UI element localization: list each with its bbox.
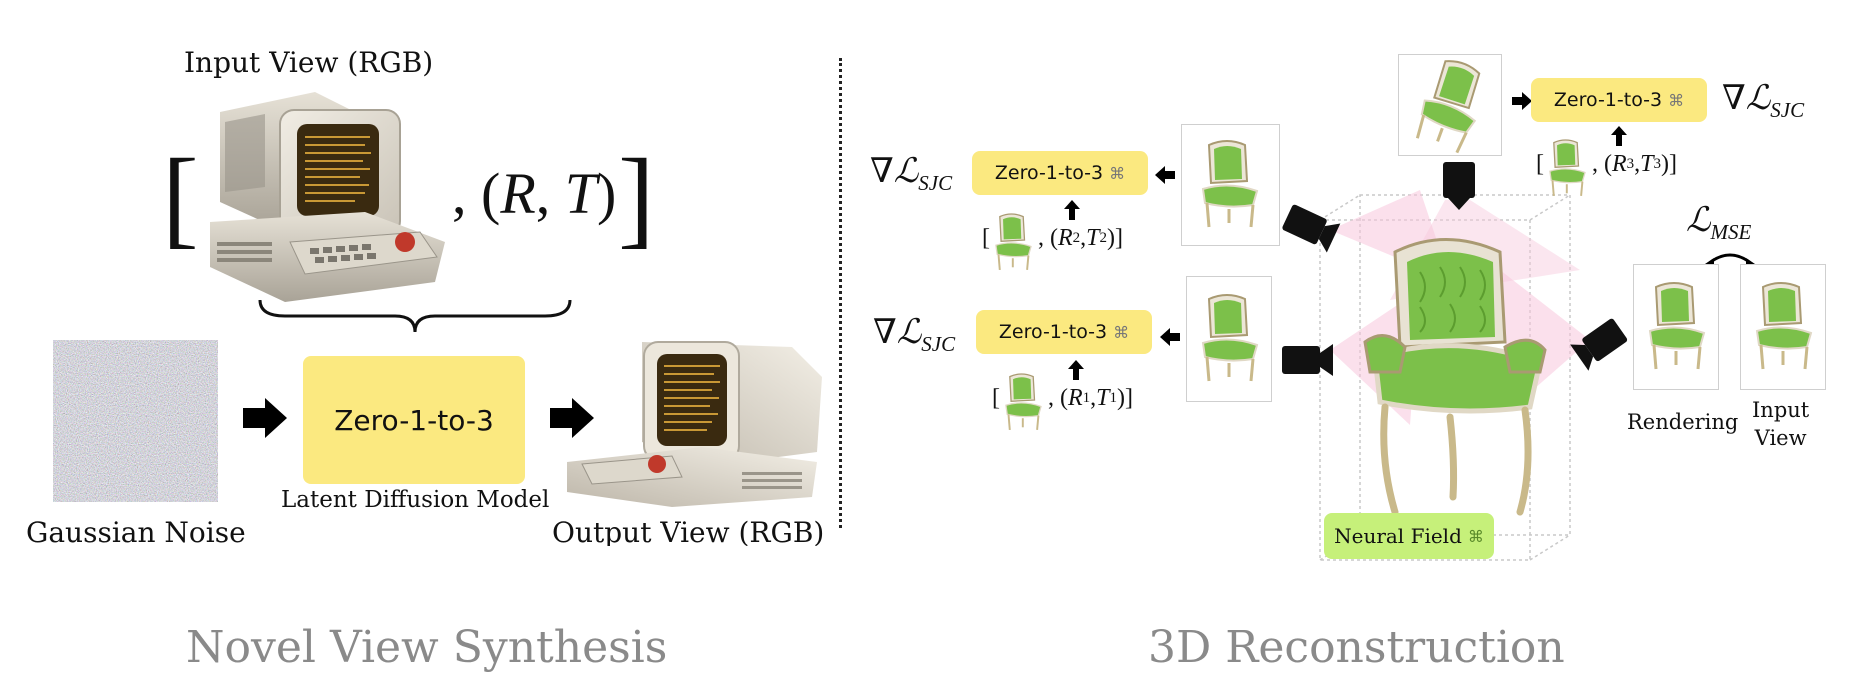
view2-thumbnail — [1181, 124, 1280, 246]
novel-view-synthesis-title: Novel View Synthesis — [186, 622, 668, 673]
pose2-r: R — [1058, 224, 1073, 251]
camera-icon-view1 — [1282, 344, 1333, 376]
left-bracket: [ — [162, 136, 199, 258]
zero123-label-view1: Zero-1-to-3 — [998, 321, 1108, 343]
loss-mse-subscript: MSE — [1710, 220, 1752, 244]
arrow-view2-to-model — [1155, 166, 1175, 184]
pose-t: T — [564, 161, 598, 226]
loss-symbol: ℒ — [896, 314, 922, 351]
nabla-symbol: ∇ — [1722, 80, 1746, 117]
loss-symbol: ℒ — [1686, 202, 1711, 239]
view1-thumbnail — [1186, 276, 1272, 402]
curly-brace — [258, 299, 572, 333]
arrow-noise-to-model — [243, 398, 287, 438]
pose2-t-index: 2 — [1099, 229, 1108, 246]
gaussian-noise-image — [53, 340, 218, 502]
nabla-symbol: ∇ — [873, 314, 897, 351]
pose1-t-index: 1 — [1109, 389, 1118, 406]
camera-icon-view2 — [1282, 204, 1341, 253]
zero123-box-view2: Zero-1-to-3 ⌘ — [972, 151, 1148, 195]
input-view-line1: Input — [1752, 398, 1810, 422]
arrow-up-pose3 — [1611, 126, 1627, 146]
input-view-line2: View — [1754, 426, 1807, 450]
grad-loss-sjc-view3: ∇ℒSJC — [1722, 78, 1804, 123]
arrow-up-pose2 — [1064, 200, 1080, 220]
pose1-t: T — [1096, 384, 1110, 411]
input-computer-image — [210, 92, 445, 302]
3d-reconstruction-title: 3D Reconstruction — [1148, 622, 1565, 673]
input-view-label: Input View (RGB) — [184, 46, 434, 79]
arrow-up-pose1 — [1068, 360, 1084, 380]
arrow-view1-to-model — [1160, 328, 1180, 346]
loss-symbol: ℒ — [1745, 80, 1771, 117]
network-icon-view1: ⌘ — [1113, 322, 1130, 342]
section-divider — [839, 58, 842, 528]
arrow-view3-to-model — [1512, 92, 1532, 110]
pose-tuple: , (R, T) — [452, 161, 617, 226]
camera-icon-top — [1443, 162, 1475, 210]
pose2-t: T — [1086, 224, 1100, 251]
pose1-r-index: 1 — [1082, 389, 1091, 406]
input-view-label-right: Input View — [1752, 396, 1809, 452]
pose-r: R — [500, 161, 536, 226]
grad-loss-sjc-view2: ∇ℒSJC — [870, 151, 952, 196]
neural-field-label: Neural Field — [1334, 524, 1462, 548]
output-view-label: Output View (RGB) — [552, 516, 825, 546]
pose3-chair-thumb — [1548, 139, 1586, 197]
nabla-symbol: ∇ — [870, 153, 894, 190]
loss-symbol: ℒ — [893, 153, 919, 190]
gaussian-noise-label: Gaussian Noise — [26, 516, 246, 549]
rendering-thumbnail — [1633, 264, 1719, 390]
pose3-r: R — [1612, 150, 1627, 177]
latent-diffusion-caption: Latent Diffusion Model — [281, 487, 550, 513]
rendering-label: Rendering — [1627, 410, 1739, 434]
pose3-t-index: 3 — [1653, 155, 1662, 172]
neural-field-box: Neural Field ⌘ — [1324, 513, 1494, 559]
loss-subscript: SJC — [918, 171, 953, 195]
loss-subscript: SJC — [921, 332, 956, 356]
right-bracket: ] — [618, 136, 655, 258]
zero123-model-box: Zero-1-to-3 — [303, 356, 525, 484]
large-chair-image — [1363, 238, 1547, 516]
pose3-t: T — [1640, 150, 1654, 177]
zero123-box-view3: Zero-1-to-3 ⌘ — [1531, 78, 1707, 122]
network-icon-view3: ⌘ — [1668, 90, 1685, 110]
pose1-r: R — [1068, 384, 1083, 411]
pose1-chair-thumb — [1004, 373, 1042, 431]
view3-thumbnail — [1398, 53, 1502, 157]
network-icon-view2: ⌘ — [1109, 163, 1126, 183]
network-icon-neural-field: ⌘ — [1467, 526, 1484, 546]
pose3-r-index: 3 — [1626, 155, 1635, 172]
pose2-chair-thumb — [994, 213, 1032, 271]
camera-icon-input — [1570, 318, 1628, 371]
loss-subscript: SJC — [1770, 98, 1805, 122]
zero123-box-view1: Zero-1-to-3 ⌘ — [976, 310, 1152, 354]
grad-loss-sjc-view1: ∇ℒSJC — [873, 312, 955, 357]
output-computer-image — [567, 341, 822, 507]
loss-mse: ℒMSE — [1686, 200, 1751, 245]
zero123-label-view3: Zero-1-to-3 — [1553, 89, 1663, 111]
arrow-model-to-output — [550, 398, 594, 438]
zero123-label-view2: Zero-1-to-3 — [994, 162, 1104, 184]
pose2-r-index: 2 — [1072, 229, 1081, 246]
input-view-thumbnail — [1740, 264, 1826, 390]
